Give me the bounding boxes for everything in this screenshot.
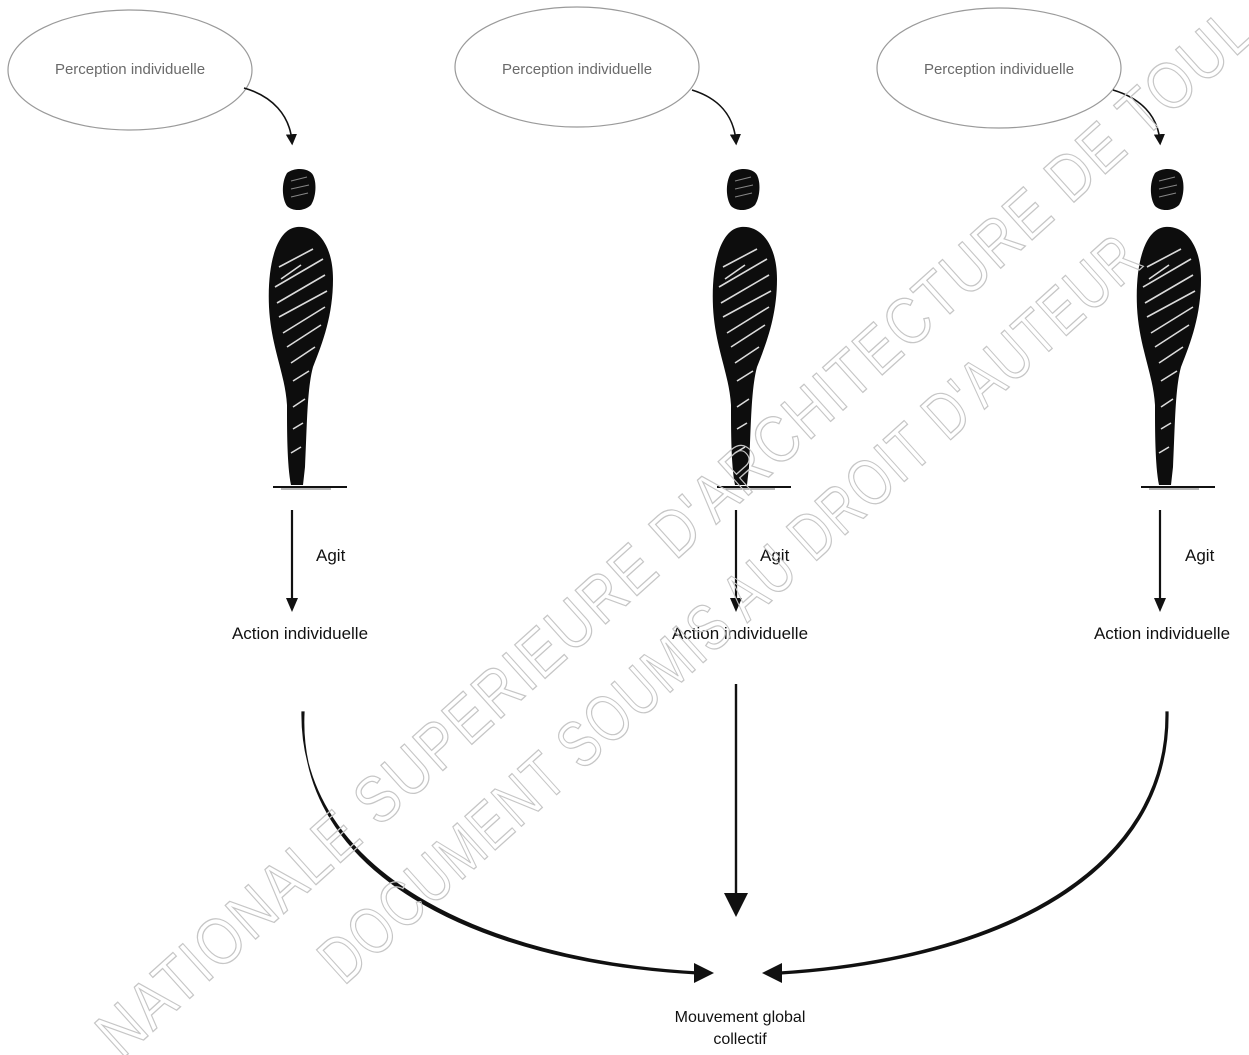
convergence-arrows [301,684,1169,983]
right-convergence-curve [779,711,1169,975]
acts-arrow-head [730,598,742,612]
perception-to-figure-arrow [1112,89,1166,146]
perception-bubble [7,9,253,131]
agit-label: Agit [760,546,790,565]
human-figure [711,168,792,490]
center-convergence-head [724,893,748,917]
result-label-line-2: collectif [713,1031,767,1048]
perception-bubble [454,6,700,128]
result-label-line-1: Mouvement global [675,1009,806,1026]
left-convergence-head [694,963,714,983]
watermark-line-1: NATIONALE SUPERIEURE D'ARCHITECTURE DE T… [81,0,1249,1055]
column-3: Perception individuelle Agit Action indi… [876,7,1230,643]
human-figure [1135,168,1216,490]
column-2: Perception individuelle Agit Action indi… [454,6,808,643]
perception-bubble [876,7,1122,129]
watermark: NATIONALE SUPERIEURE D'ARCHITECTURE DE T… [81,0,1249,1055]
human-figure [267,168,348,490]
agit-label: Agit [316,546,346,565]
left-convergence-curve [301,711,699,975]
column-1: Perception individuelle Agit Action indi… [7,9,368,643]
action-label: Action individuelle [232,624,368,643]
right-convergence-head [762,963,782,983]
perception-label: Perception individuelle [924,61,1074,78]
acts-arrow-head [286,598,298,612]
action-label: Action individuelle [672,624,808,643]
perception-to-figure-arrow [243,87,298,146]
perception-label: Perception individuelle [502,61,652,78]
acts-arrow-head [1154,598,1166,612]
agit-label: Agit [1185,546,1215,565]
action-label: Action individuelle [1094,624,1230,643]
perception-to-figure-arrow [691,89,742,146]
perception-label: Perception individuelle [55,61,205,78]
